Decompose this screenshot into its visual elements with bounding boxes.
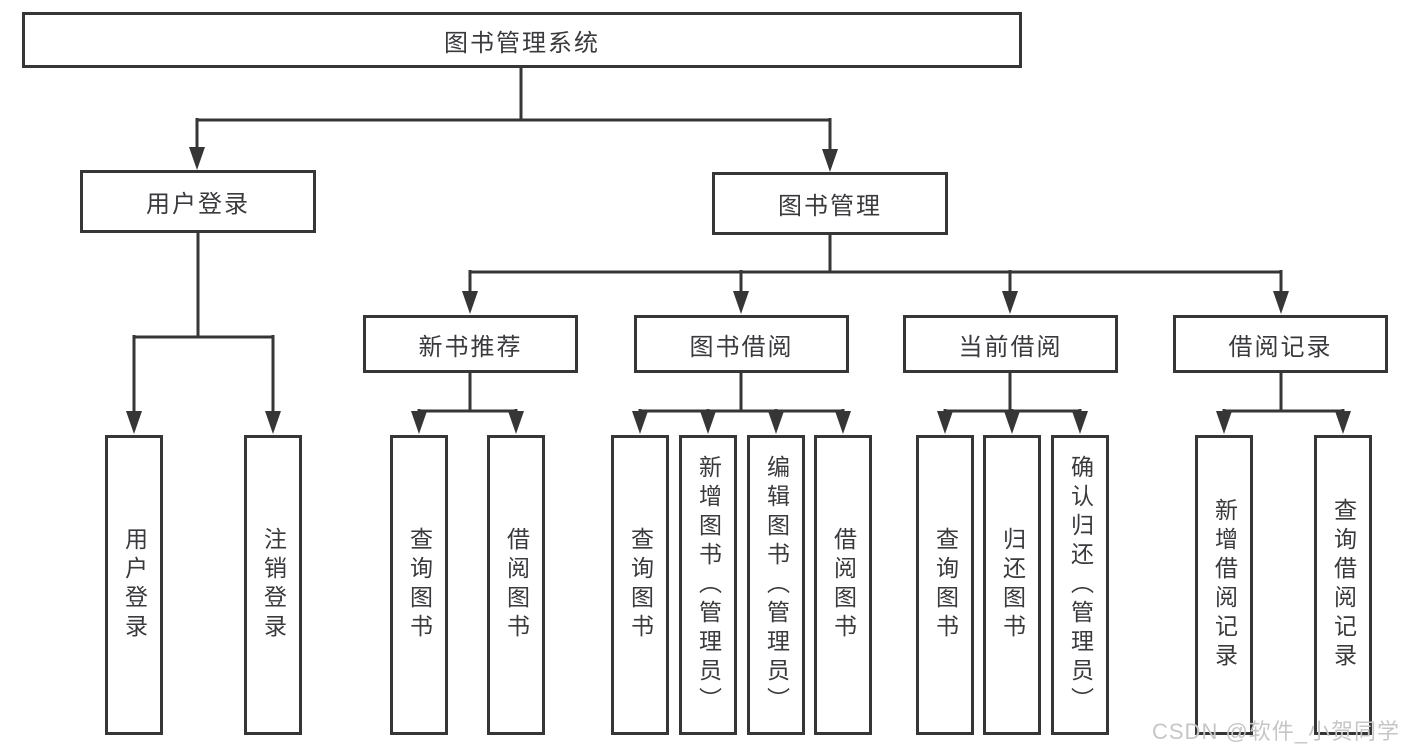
node-user-login: 用户登录 [80,170,316,233]
arrow-down-icon [1335,411,1351,434]
leaf-borrow-books-recommend: 借阅图书 [487,435,545,735]
leaf-edit-book-admin-label: 编辑图书（管理员） [763,454,790,716]
arrow-down-icon [1273,291,1289,314]
connector-book-management [468,233,1283,296]
leaf-logout-label: 注销登录 [260,527,287,643]
arrow-down-icon [126,411,142,434]
connector-book-borrow [638,371,845,417]
arrow-down-icon [411,411,427,434]
leaf-borrow-books-label: 借阅图书 [830,527,857,643]
leaf-add-borrow-record: 新增借阅记录 [1195,435,1253,735]
leaf-user-login-label: 用户登录 [121,527,148,643]
leaf-add-book-admin-label: 新增图书（管理员） [695,454,722,716]
arrow-down-icon [508,411,524,434]
connector-root [195,66,832,154]
leaf-query-books-recommend: 查询图书 [390,435,448,735]
leaf-add-borrow-record-label: 新增借阅记录 [1211,498,1238,672]
arrow-down-icon [1002,291,1018,314]
arrow-down-icon [700,411,716,434]
leaf-query-books-borrow: 查询图书 [611,435,669,735]
leaf-return-book-label: 归还图书 [999,527,1026,643]
arrow-down-icon [632,411,648,434]
arrow-down-icon [1004,411,1020,434]
leaf-add-book-admin: 新增图书（管理员） [679,435,737,735]
connector-borrow-records [1222,371,1345,417]
leaf-query-borrow-record: 查询借阅记录 [1314,435,1372,735]
arrow-down-icon [265,411,281,434]
connector-current-borrow [943,371,1082,417]
arrow-down-icon [462,291,478,314]
leaf-return-book: 归还图书 [983,435,1041,735]
arrow-down-icon [733,291,749,314]
arrow-down-icon [1216,411,1232,434]
node-root: 图书管理系统 [22,12,1022,68]
leaf-logout: 注销登录 [244,435,302,735]
node-book-borrow-label: 图书借阅 [689,333,794,361]
connector-user-login [132,231,275,418]
node-new-book-recommend: 新书推荐 [363,315,578,373]
leaf-query-borrow-record-label: 查询借阅记录 [1330,498,1357,672]
node-borrow-records-label: 借阅记录 [1228,333,1333,361]
leaf-borrow-books-recommend-label: 借阅图书 [503,527,530,643]
node-user-login-label: 用户登录 [146,191,250,218]
node-book-borrow: 图书借阅 [634,315,849,373]
arrow-down-icon [189,147,205,170]
arrow-down-icon [835,411,851,434]
leaf-edit-book-admin: 编辑图书（管理员） [747,435,805,735]
node-current-borrow-label: 当前借阅 [958,333,1063,361]
connector-new-book-recommend [417,371,518,417]
node-book-management: 图书管理 [712,172,948,235]
arrow-down-icon [768,411,784,434]
node-book-management-label: 图书管理 [778,193,882,220]
node-root-label: 图书管理系统 [444,29,600,57]
node-new-book-recommend-label: 新书推荐 [418,333,523,361]
leaf-confirm-return-admin: 确认归还（管理员） [1051,435,1109,735]
leaf-query-books-borrow-label: 查询图书 [627,527,654,643]
leaf-user-login: 用户登录 [105,435,163,735]
watermark: CSDN @软件_小贺同学 [1152,719,1401,744]
leaf-query-books-current-label: 查询图书 [932,527,959,643]
leaf-confirm-return-admin-label: 确认归还（管理员） [1067,454,1094,716]
arrow-down-icon [1072,411,1088,434]
leaf-query-books-current: 查询图书 [916,435,974,735]
arrow-down-icon [822,149,838,172]
leaf-query-books-recommend-label: 查询图书 [406,527,433,643]
node-borrow-records: 借阅记录 [1173,315,1388,373]
leaf-borrow-books: 借阅图书 [814,435,872,735]
node-current-borrow: 当前借阅 [903,315,1118,373]
arrow-down-icon [937,411,953,434]
